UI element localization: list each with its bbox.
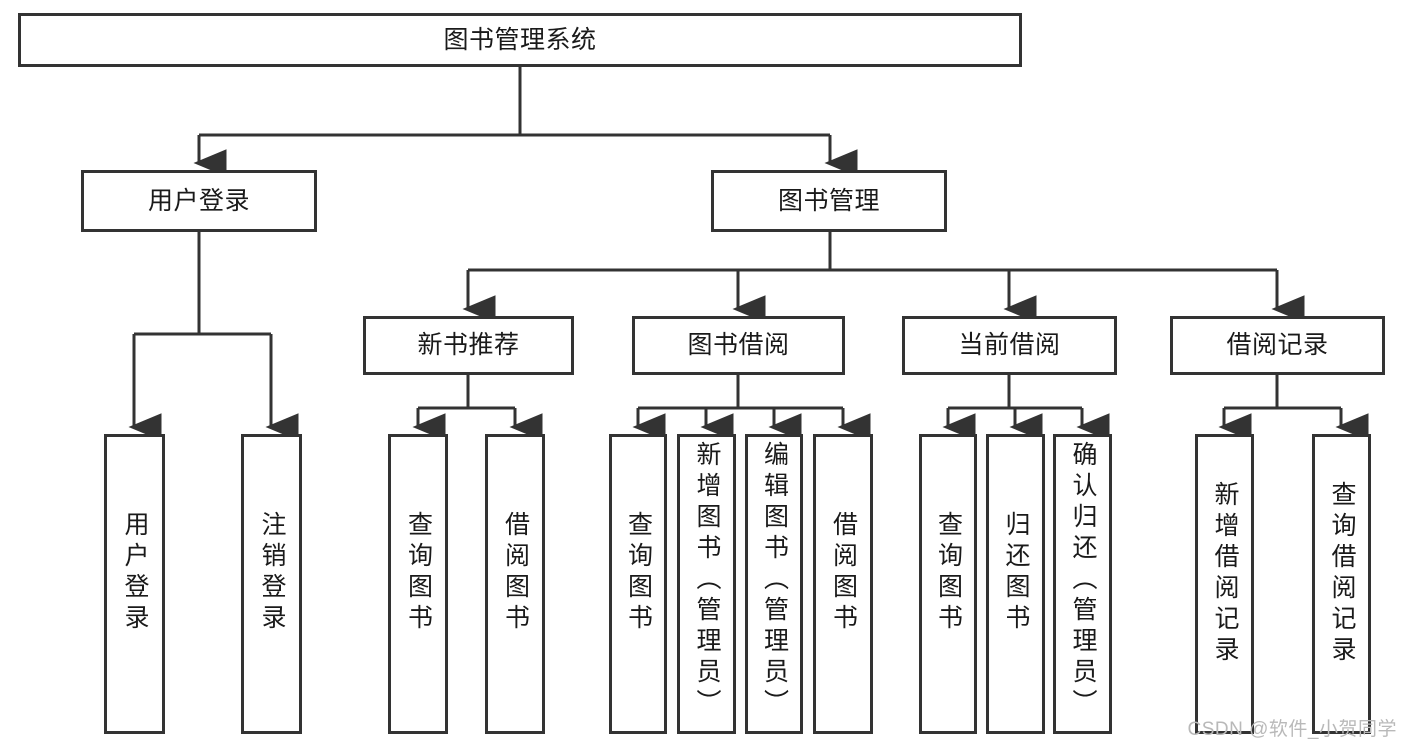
node-current-borrow-label: 当前借阅 (958, 331, 1061, 360)
node-leaf-user-login[interactable]: 用户登录 (104, 434, 165, 734)
node-user-login-label: 用户登录 (147, 186, 250, 215)
node-leaf-confirm-return[interactable]: 确认归还（管理员） (1053, 434, 1112, 734)
node-book-borrow-label: 图书借阅 (687, 331, 790, 360)
node-leaf-query-book-1-label: 查询图书 (404, 511, 433, 635)
node-leaf-add-book[interactable]: 新增图书（管理员） (677, 434, 736, 734)
node-leaf-query-borrow-record[interactable]: 查询借阅记录 (1312, 434, 1371, 734)
csdn-watermark: CSDN @软件_小贺同学 (1187, 719, 1397, 740)
node-borrow-record-label: 借阅记录 (1226, 331, 1329, 360)
node-leaf-logout-label: 注销登录 (258, 511, 286, 635)
node-leaf-borrow-book-2[interactable]: 借阅图书 (813, 434, 873, 734)
node-leaf-confirm-return-label: 确认归还（管理员） (1069, 441, 1097, 720)
node-leaf-borrow-book-1-label: 借阅图书 (501, 511, 530, 635)
node-leaf-query-book-3[interactable]: 查询图书 (919, 434, 977, 734)
node-leaf-edit-book[interactable]: 编辑图书（管理员） (745, 434, 803, 734)
node-leaf-add-borrow-record-label: 新增借阅记录 (1211, 481, 1239, 667)
node-leaf-user-login-label: 用户登录 (121, 511, 149, 635)
node-new-book-recommendation[interactable]: 新书推荐 (363, 316, 574, 375)
node-leaf-query-book-1[interactable]: 查询图书 (388, 434, 448, 734)
node-book-borrow[interactable]: 图书借阅 (632, 316, 845, 375)
node-leaf-borrow-book-2-label: 借阅图书 (829, 511, 858, 635)
node-root-system-label: 图书管理系统 (443, 25, 597, 54)
node-leaf-query-book-2-label: 查询图书 (624, 511, 653, 635)
node-leaf-logout[interactable]: 注销登录 (241, 434, 302, 734)
node-leaf-query-borrow-record-label: 查询借阅记录 (1328, 481, 1356, 667)
node-book-management[interactable]: 图书管理 (711, 170, 947, 232)
node-leaf-add-book-label: 新增图书（管理员） (693, 441, 721, 720)
node-leaf-return-book-label: 归还图书 (1002, 511, 1030, 635)
node-current-borrow[interactable]: 当前借阅 (902, 316, 1117, 375)
node-leaf-add-borrow-record[interactable]: 新增借阅记录 (1195, 434, 1254, 734)
node-root-system[interactable]: 图书管理系统 (18, 13, 1022, 67)
node-leaf-query-book-2[interactable]: 查询图书 (609, 434, 667, 734)
node-borrow-record[interactable]: 借阅记录 (1170, 316, 1385, 375)
node-leaf-return-book[interactable]: 归还图书 (986, 434, 1045, 734)
node-book-management-label: 图书管理 (777, 186, 880, 215)
node-leaf-query-book-3-label: 查询图书 (934, 511, 963, 635)
node-leaf-borrow-book-1[interactable]: 借阅图书 (485, 434, 545, 734)
node-leaf-edit-book-label: 编辑图书（管理员） (760, 441, 789, 720)
node-new-book-recommendation-label: 新书推荐 (417, 331, 520, 360)
node-user-login[interactable]: 用户登录 (81, 170, 317, 232)
